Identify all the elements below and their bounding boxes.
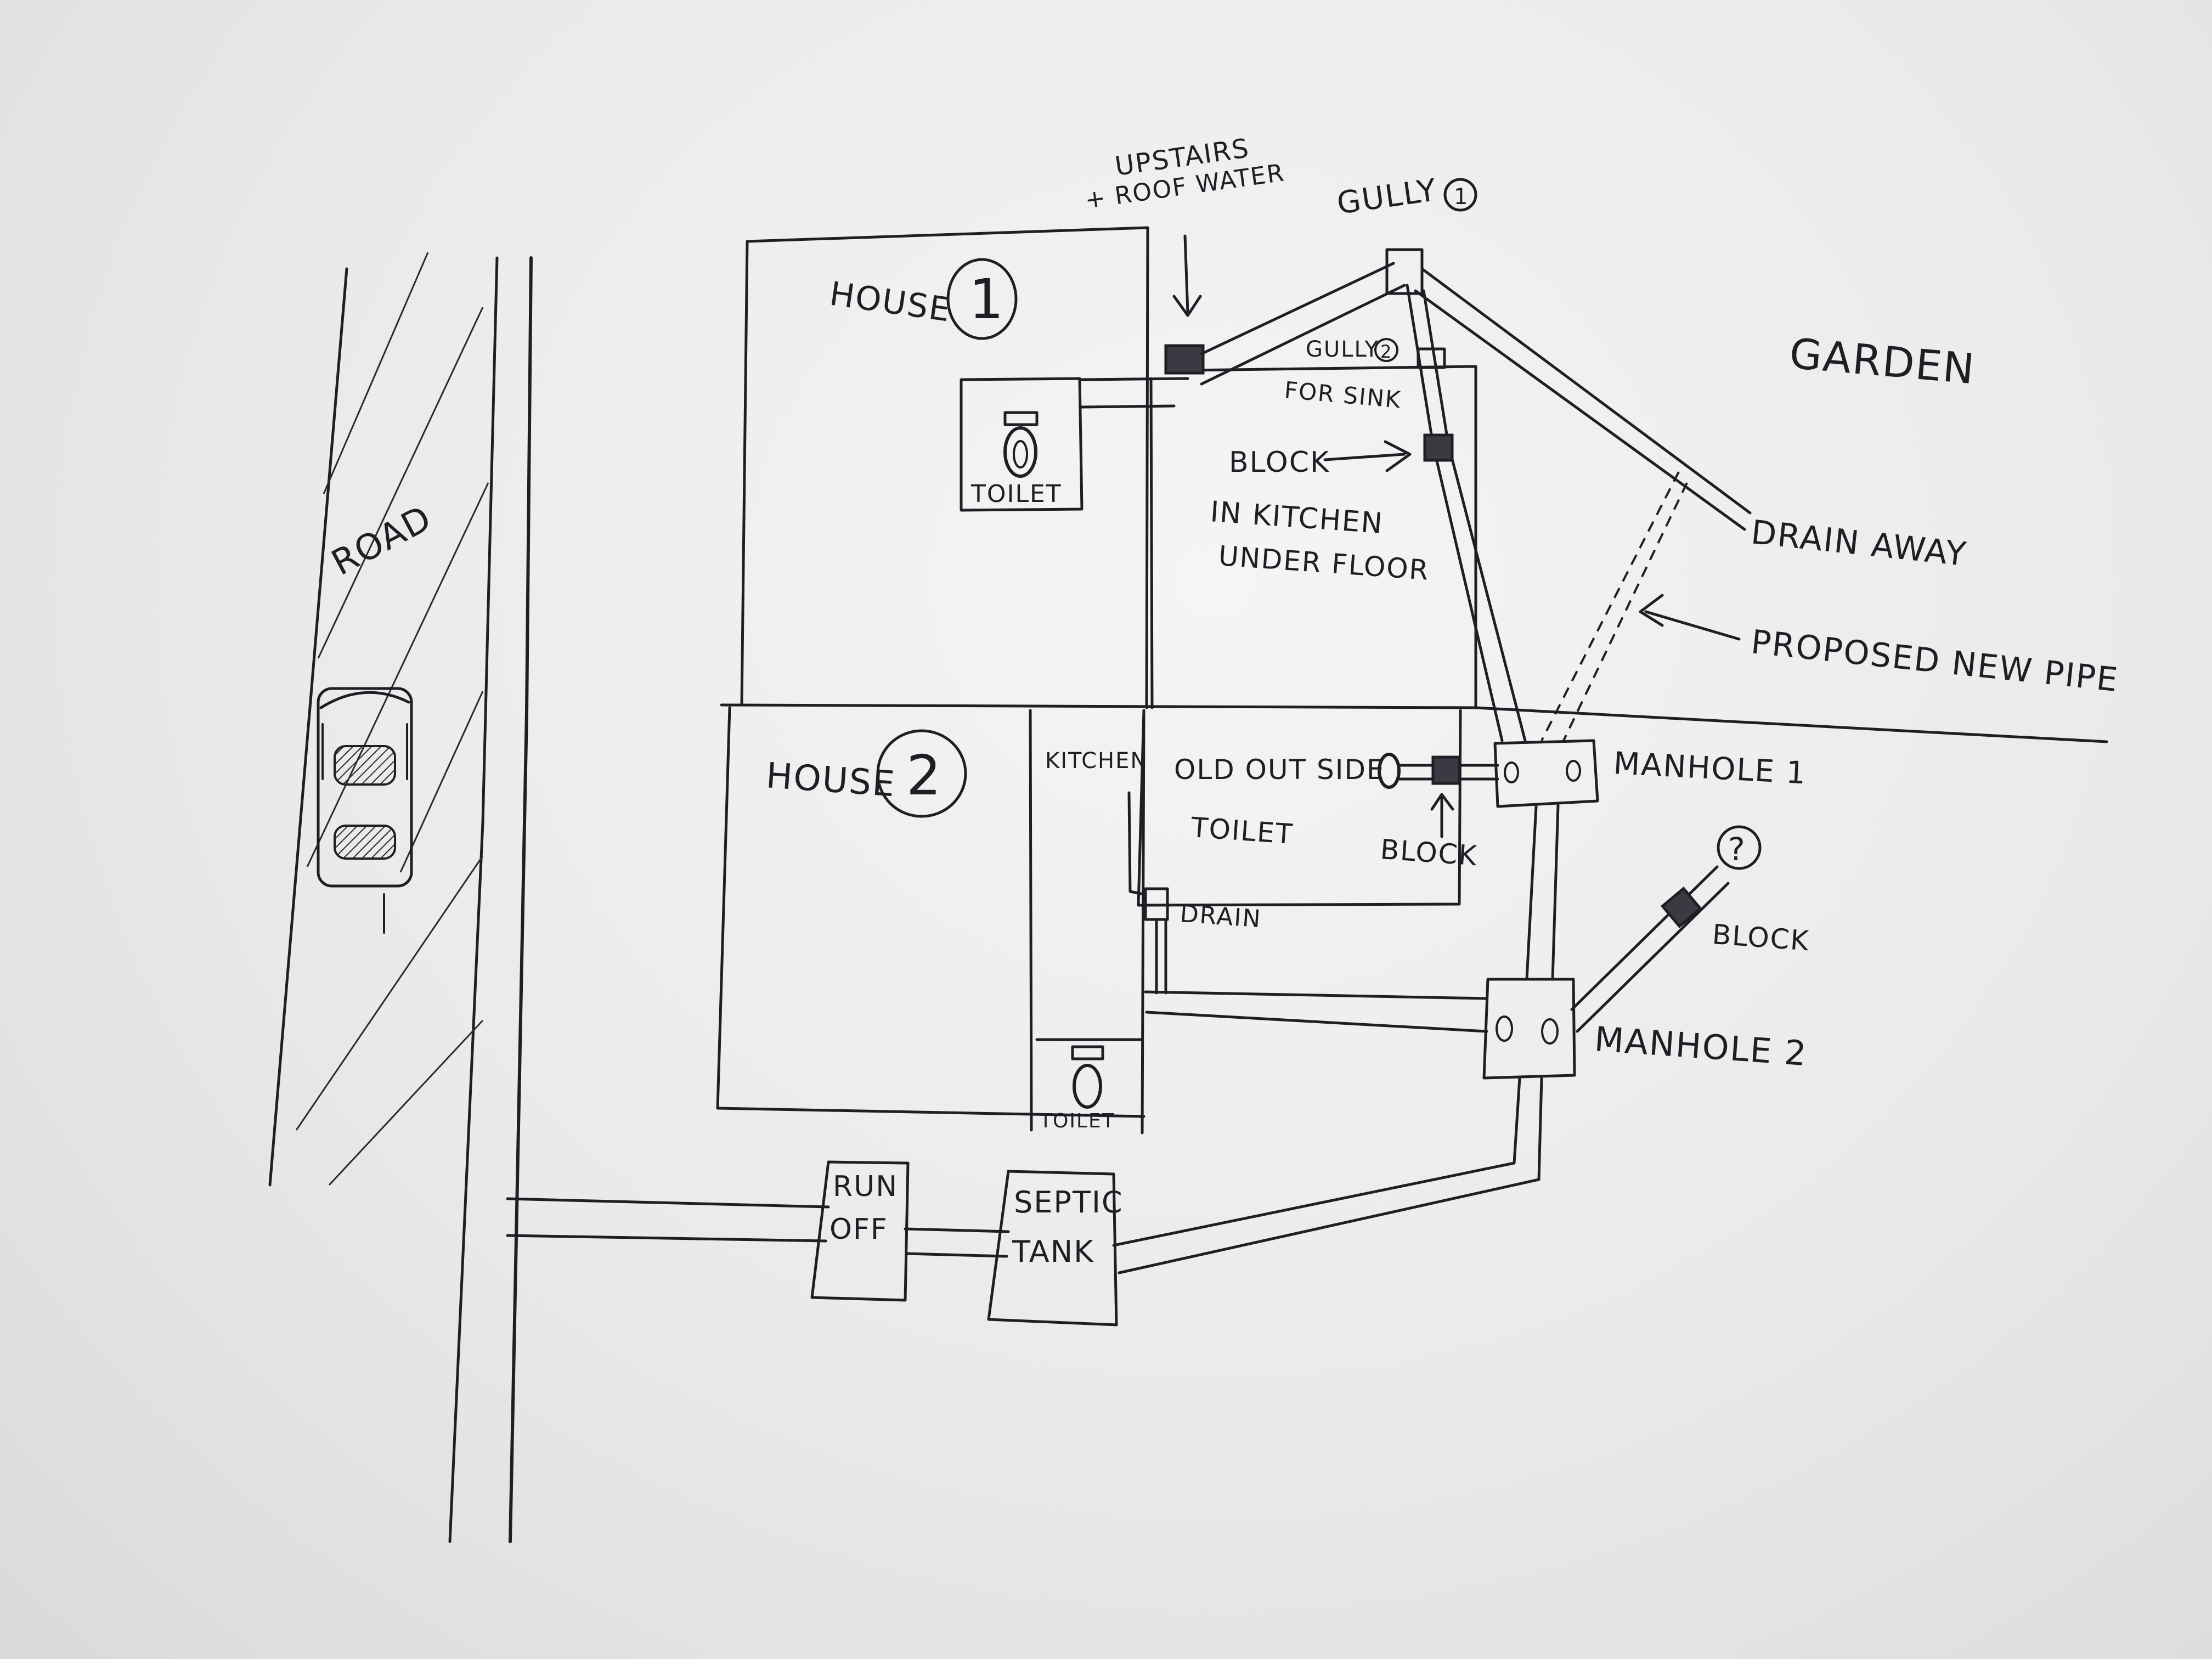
gully-2-box — [1417, 347, 1446, 369]
house-1-number-circle — [946, 258, 1018, 340]
manhole-1-label: MANHOLE 1 — [1612, 746, 1808, 791]
house-1-number: 1 — [969, 267, 1005, 331]
manhole-1: MANHOLE 1 — [1493, 739, 1808, 808]
house-1-label: HOUSE — [827, 275, 953, 330]
old-outside-toilet: OLD OUT SIDE TOILET BLOCK — [1137, 709, 1499, 907]
gully-2-sink-label: FOR SINK — [1283, 376, 1402, 413]
garden-label: GARDEN — [1787, 329, 1977, 393]
gully-1-number: 1 — [1454, 184, 1469, 210]
house-2: HOUSE 2 KITCHEN — [716, 706, 1148, 1135]
house-2-number-circle — [876, 729, 967, 818]
gully-2-number: 2 — [1380, 341, 1392, 362]
old-outside-toilet-label-1: OLD OUT SIDE — [1174, 754, 1385, 786]
toilet-2-label: TOILET — [1039, 1110, 1115, 1132]
kitchen-block-box — [1423, 433, 1454, 462]
proposed-new-pipe: PROPOSED NEW PIPE — [1541, 471, 2120, 741]
outside-toilet-block-box — [1431, 755, 1461, 785]
pipe-house2-to-manhole2 — [1144, 990, 1488, 1033]
gully-1: GULLY 1 — [1335, 172, 1477, 295]
drain-label: DRAIN — [1179, 900, 1262, 933]
kitchen-drain-box — [1144, 887, 1169, 921]
house-1: HOUSE 1 — [740, 226, 1149, 709]
house-1-kitchen-area — [1149, 365, 1477, 709]
kitchen-label: KITCHEN — [1045, 748, 1148, 774]
pipe-roof-to-gully1 — [1200, 262, 1406, 386]
toilet-1-label: TOILET — [970, 480, 1062, 508]
toilet-room-2: TOILET — [1035, 1038, 1143, 1132]
pipe-manhole1-to-manhole2 — [1525, 804, 1560, 981]
block-kitchen-label-3: UNDER FLOOR — [1217, 540, 1430, 586]
road-hatching — [295, 252, 489, 1186]
pipe-manhole2-to-septic — [1112, 1076, 1543, 1274]
downpipe-box — [1164, 344, 1205, 375]
branch-block-label: BLOCK — [1711, 918, 1810, 957]
pipe-runoff-to-road — [506, 1197, 830, 1243]
pipe-drain-away: DRAIN AWAY — [1414, 267, 1969, 574]
question-label: ? — [1728, 831, 1746, 868]
old-outside-toilet-label-2: TOILET — [1189, 811, 1294, 850]
septic-tank: SEPTIC TANK — [987, 1170, 1124, 1327]
outside-toilet-block-label: BLOCK — [1379, 833, 1479, 872]
gully-1-box — [1385, 248, 1424, 295]
block-kitchen-label-2: IN KITCHEN — [1209, 495, 1385, 540]
manhole-2-label: MANHOLE 2 — [1593, 1019, 1809, 1074]
car-icon — [317, 687, 413, 934]
outside-toilet-icon — [1378, 753, 1401, 789]
toilet-1-icon — [1003, 411, 1039, 478]
gully-1-label: GULLY — [1335, 172, 1440, 222]
block-kitchen-note: BLOCK IN KITCHEN UNDER FLOOR — [1209, 440, 1430, 586]
toilet-2-icon — [1071, 1045, 1104, 1109]
road-label: ROAD — [325, 498, 439, 584]
house-2-label: HOUSE — [765, 755, 897, 805]
kitchen-drain: DRAIN — [1127, 791, 1262, 995]
unknown-question-circle — [1717, 825, 1762, 870]
house-boundary-line — [720, 703, 2108, 743]
block-kitchen-label-1: BLOCK — [1229, 446, 1330, 479]
toilet-room-1: TOILET — [960, 377, 1189, 512]
run-off-label-1: RUN — [833, 1170, 898, 1203]
house-2-number: 2 — [906, 743, 943, 808]
branch-block-box — [1660, 887, 1703, 928]
upstairs-roof-water: UPSTAIRS + ROOF WATER — [1083, 133, 1286, 375]
gully-1-number-circle — [1443, 178, 1477, 212]
gully-2-label: GULLY — [1306, 337, 1379, 362]
road: ROAD — [268, 252, 533, 1543]
drain-away-label: DRAIN AWAY — [1749, 513, 1968, 574]
pipe-gully-to-manhole1 — [1406, 284, 1527, 742]
run-off-label-2: OFF — [830, 1213, 888, 1246]
run-off-box: RUN OFF — [810, 1160, 910, 1302]
unknown-branch: ? BLOCK — [1570, 825, 1810, 1033]
manhole-2: MANHOLE 2 — [1482, 978, 1809, 1080]
proposed-pipe-label: PROPOSED NEW PIPE — [1749, 623, 2120, 699]
pipe-septic-to-runoff — [904, 1227, 1010, 1258]
septic-label-1: SEPTIC — [1014, 1185, 1124, 1220]
gully-2: GULLY 2 FOR SINK — [1283, 337, 1446, 414]
septic-label-2: TANK — [1012, 1234, 1094, 1269]
